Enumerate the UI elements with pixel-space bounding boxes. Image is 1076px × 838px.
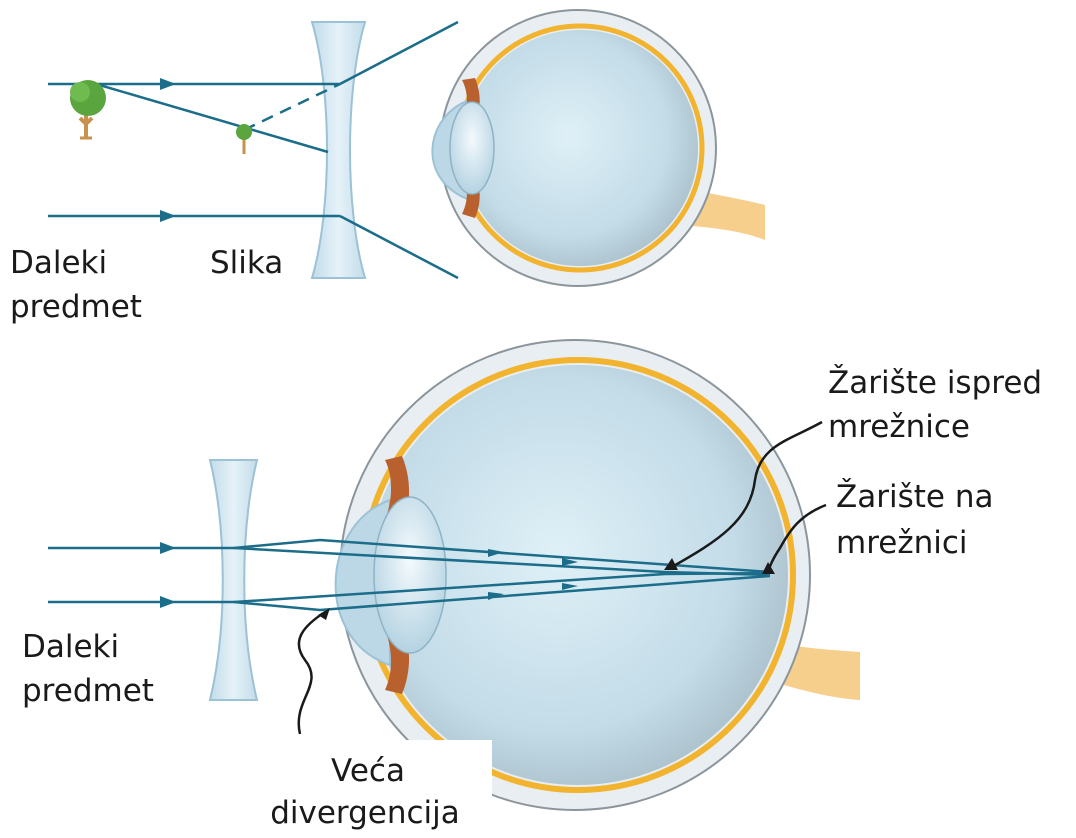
top-eye [432, 10, 765, 286]
bottom-concave-lens [210, 460, 257, 700]
focus-before-retina-label-line1: Žarište ispred [828, 364, 1042, 403]
arrow-icon [160, 78, 176, 90]
arrow-icon [160, 596, 176, 608]
top-rays [48, 22, 458, 278]
bottom-object-label-line2: predmet [22, 672, 154, 711]
top-eye-lens [450, 102, 494, 194]
focus-on-retina-label-line2: mrežnici [836, 524, 968, 563]
small-tree-icon [236, 124, 252, 154]
top-diagram [48, 10, 765, 286]
arrow-icon [160, 210, 176, 222]
bottom-object-label-line1: Daleki [22, 628, 119, 667]
divergence-label-line1: Veća [258, 752, 478, 791]
divergence-label-line2: divergencija [238, 794, 492, 833]
top-image-label: Slika [210, 244, 283, 283]
focus-before-retina-label-line2: mrežnice [828, 408, 970, 447]
top-vitreous [462, 30, 698, 266]
focus-on-retina-label-line1: Žarište na [836, 478, 993, 517]
top-ray-chief [96, 84, 328, 152]
tree-icon [70, 80, 106, 138]
top-object-label-line2: predmet [10, 288, 142, 327]
top-object-label-line1: Daleki [10, 244, 107, 283]
leader-divergence [299, 612, 325, 734]
bottom-eye-lens [374, 497, 446, 653]
arrow-icon [160, 542, 176, 554]
